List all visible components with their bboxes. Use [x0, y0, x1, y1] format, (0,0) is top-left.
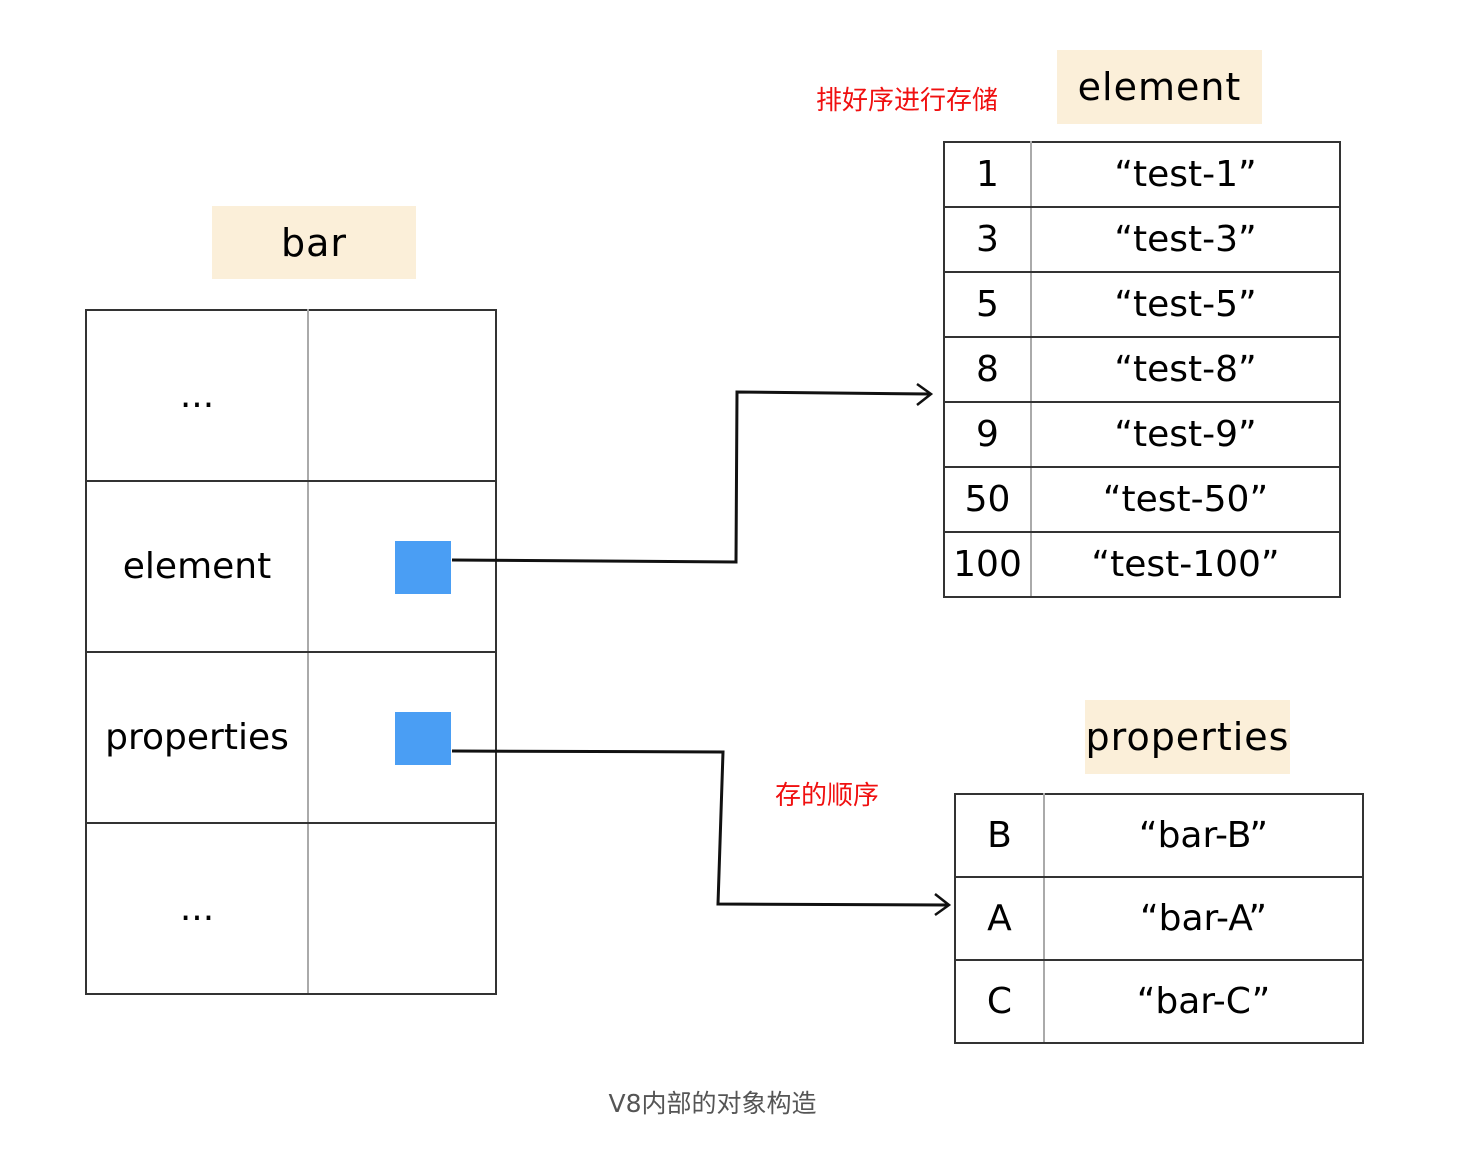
element-key: 5 [944, 271, 1032, 338]
element-key: 1 [944, 141, 1032, 208]
properties-row: B“bar-B” [955, 793, 1363, 878]
properties-key: C [955, 959, 1045, 1044]
bar-title: bar [212, 206, 416, 279]
element-arrow-line [451, 390, 931, 564]
element-table: 1“test-1” 3“test-3” 5“test-5” 8“test-8” … [943, 141, 1341, 598]
element-value: “test-50” [1031, 466, 1340, 533]
properties-row: C“bar-C” [955, 959, 1363, 1044]
bar-row-properties: properties [86, 651, 496, 824]
properties-key: B [955, 793, 1045, 878]
element-key: 50 [944, 466, 1032, 533]
properties-pointer [395, 711, 451, 765]
bar-row-value [308, 651, 496, 824]
element-value: “test-1” [1031, 141, 1340, 208]
element-value: “test-5” [1031, 271, 1340, 338]
properties-value: “bar-B” [1044, 793, 1363, 878]
bar-object-table: ... element properties ... [85, 309, 497, 995]
bar-row-value [308, 309, 496, 482]
element-value: “test-9” [1031, 401, 1340, 468]
bar-title-text: bar [280, 220, 348, 265]
element-pointer [395, 540, 451, 594]
properties-key: A [955, 876, 1045, 961]
element-row: 3“test-3” [944, 206, 1340, 273]
bar-row-element: element [86, 480, 496, 653]
bar-row-value [308, 822, 496, 995]
bar-row-key: properties [86, 651, 309, 824]
figure-caption: V8内部的对象构造 [608, 1089, 817, 1118]
properties-title-text: properties [1085, 715, 1290, 759]
properties-table: B“bar-B” A“bar-A” C“bar-C” [954, 793, 1364, 1044]
properties-title: properties [1085, 700, 1290, 774]
element-row: 100“test-100” [944, 531, 1340, 598]
bar-row-key: ... [86, 309, 309, 482]
element-row: 8“test-8” [944, 336, 1340, 403]
element-note: 排好序进行存储 [816, 86, 999, 116]
bar-row-key: ... [86, 822, 309, 995]
element-value: “test-3” [1031, 206, 1340, 273]
element-row: 50“test-50” [944, 466, 1340, 533]
element-row: 5“test-5” [944, 271, 1340, 338]
element-key: 9 [944, 401, 1032, 468]
bar-row: ... [86, 309, 496, 482]
properties-value: “bar-C” [1044, 959, 1363, 1044]
properties-row: A“bar-A” [955, 876, 1363, 961]
properties-arrow-line [451, 749, 949, 907]
properties-arrow-head [934, 893, 952, 917]
element-key: 100 [944, 531, 1032, 598]
element-value: “test-8” [1031, 336, 1340, 403]
bar-row-value [308, 480, 496, 653]
bar-row-key: element [86, 480, 309, 653]
bar-row: ... [86, 822, 496, 995]
element-title: element [1057, 50, 1262, 124]
element-row: 9“test-9” [944, 401, 1340, 468]
element-title-text: element [1077, 65, 1242, 109]
element-value: “test-100” [1031, 531, 1340, 598]
element-key: 8 [944, 336, 1032, 403]
element-arrow-head [916, 382, 934, 406]
element-row: 1“test-1” [944, 141, 1340, 208]
properties-value: “bar-A” [1044, 876, 1363, 961]
element-key: 3 [944, 206, 1032, 273]
properties-note: 存的顺序 [775, 781, 880, 811]
